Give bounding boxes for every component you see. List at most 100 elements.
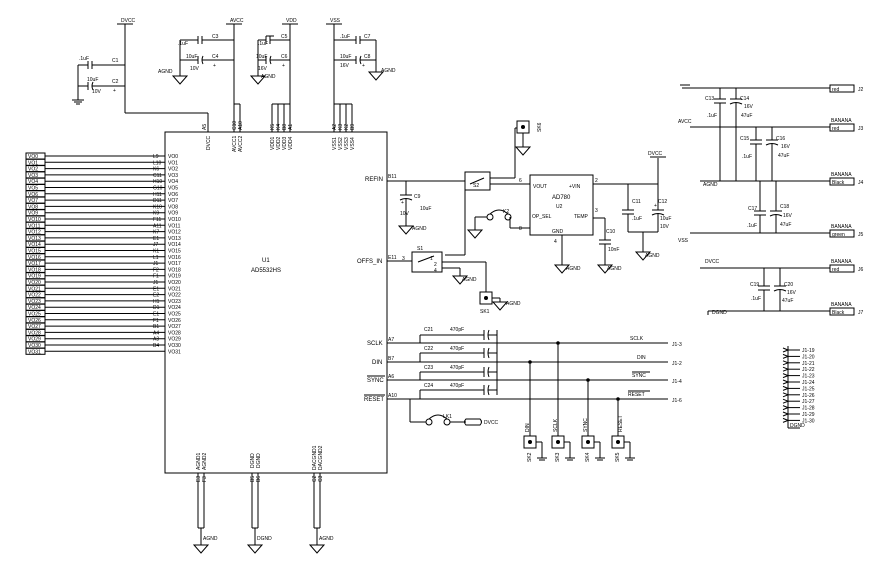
u1-body xyxy=(164,131,388,474)
svg-text:Black: Black xyxy=(832,180,845,186)
vout-box-label: VO24 xyxy=(28,305,41,311)
svg-text:3: 3 xyxy=(402,256,405,262)
u1-vout-label: VO26 xyxy=(168,318,181,324)
svg-text:Black: Black xyxy=(832,310,845,316)
svg-text:C19: C19 xyxy=(750,282,759,288)
j1-pin-label: J1-25 xyxy=(802,386,815,392)
svg-text:DGND: DGND xyxy=(256,453,262,468)
u1-vout-label: VO25 xyxy=(168,312,181,318)
u1-vout-pin: H11 xyxy=(153,192,162,198)
switch-s1[interactable]: S1 3 1 2 4 xyxy=(402,246,443,274)
socket-sk4[interactable]: SYNC SK4 xyxy=(581,380,605,462)
u1-vout-label: VO4 xyxy=(168,179,178,185)
vss-rail: VSS xyxy=(326,18,356,104)
svg-text:C3: C3 xyxy=(318,475,324,482)
socket-sk6[interactable]: SK6 xyxy=(516,120,543,134)
u1-vout-labels: VO0L9VO1L10VO2K6VO3C11VO4H10VO5G10VO6H11… xyxy=(153,154,181,355)
u1-vout-label: VO29 xyxy=(168,337,181,343)
svg-text:AGND: AGND xyxy=(412,226,427,232)
switch-s2[interactable]: S2 xyxy=(464,171,491,191)
u1-vout-pin: G10 xyxy=(153,186,163,192)
j1-pin-label: J1-28 xyxy=(802,406,815,412)
socket-sk3[interactable]: SCLK SK3 xyxy=(551,343,575,462)
socket-sk1[interactable]: SK1 xyxy=(479,291,493,315)
vout-box-label: VO11 xyxy=(28,223,41,229)
svg-text:6: 6 xyxy=(519,178,522,184)
svg-text:GND: GND xyxy=(552,229,564,235)
u1-vout-pin: E1 xyxy=(153,312,159,318)
vout-box-label: VO8 xyxy=(28,204,38,210)
u1-vout-label: VO12 xyxy=(168,230,181,236)
svg-text:AGND: AGND xyxy=(261,74,276,80)
svg-text:470pF: 470pF xyxy=(450,365,464,371)
svg-text:4: 4 xyxy=(554,239,557,245)
agnd-symbol-c9: AGND xyxy=(397,225,427,235)
u1-vout-label: VO0 xyxy=(168,154,178,160)
svg-text:10uF: 10uF xyxy=(256,54,267,60)
vout-box-label: VO22 xyxy=(28,293,41,299)
svg-text:C2: C2 xyxy=(312,475,318,482)
u1-pin-e11: E11 xyxy=(388,255,397,261)
agnd-symbol-c5: AGND xyxy=(249,74,276,85)
u1-vout-label: VO21 xyxy=(168,286,181,292)
u1-vout-pin: J1 xyxy=(153,261,159,267)
u1-vout-label: VO31 xyxy=(168,349,181,355)
u1-vout-pin: F1 xyxy=(153,274,159,280)
u1-avcc-label: DVCC xyxy=(206,135,212,150)
vout-box-label: VO19 xyxy=(28,274,41,280)
u1-vout-pin: D11 xyxy=(153,198,162,204)
svg-text:AGND: AGND xyxy=(203,536,218,542)
u1-vout-label: VO23 xyxy=(168,299,181,305)
u1-vout-pin: E1 xyxy=(153,286,159,292)
u1-pin-a5: A5 xyxy=(202,124,208,130)
svg-text:S1: S1 xyxy=(417,246,423,252)
svg-text:TEMP: TEMP xyxy=(574,214,589,220)
din-net: C22 470pF DIN J1-2 xyxy=(387,346,682,367)
svg-text:J1-2: J1-2 xyxy=(672,361,682,367)
svg-text:16V: 16V xyxy=(744,104,754,110)
svg-text:3: 3 xyxy=(595,208,598,214)
u1-vout-pin: K9 xyxy=(153,211,159,217)
svg-text:10uF: 10uF xyxy=(420,206,431,212)
socket-sk5[interactable]: RESET SK5 xyxy=(611,399,635,462)
svg-text:AVCC: AVCC xyxy=(230,18,244,24)
vout-box-label: VO18 xyxy=(28,267,41,273)
svg-text:10V: 10V xyxy=(400,211,410,217)
svg-text:LK1: LK1 xyxy=(443,414,452,420)
agnd-symbol-bottom: AGND xyxy=(192,536,218,554)
avcc-rail: AVCC xyxy=(210,18,244,104)
cap-c12: C12 10uF 10V + xyxy=(651,199,671,230)
u1-refin-label: REFIN xyxy=(365,177,383,183)
u1-vout-label: VO10 xyxy=(168,217,181,223)
u1-vout-pin: H10 xyxy=(153,179,162,185)
u1-vout-label: VO9 xyxy=(168,211,178,217)
svg-text:U2: U2 xyxy=(556,204,563,210)
svg-text:DGND: DGND xyxy=(250,453,256,468)
svg-text:2: 2 xyxy=(434,262,437,268)
vout-box-label: VO1 xyxy=(28,160,38,166)
cap-c10: C10 10nF xyxy=(599,229,619,253)
svg-text:SK2: SK2 xyxy=(527,452,533,462)
sclk-net: C21 470pF SCLK J1-3 xyxy=(387,327,682,348)
link-k2[interactable]: K2 xyxy=(486,209,512,221)
svg-text:SK6: SK6 xyxy=(537,122,543,132)
svg-text:SYNC: SYNC xyxy=(583,418,589,432)
agnd-symbol-c3: AGND xyxy=(158,69,189,85)
svg-text:470pF: 470pF xyxy=(450,346,464,352)
socket-sk2[interactable]: DIN SK2 xyxy=(523,362,547,462)
svg-text:DIN: DIN xyxy=(637,355,646,361)
u1-vout-pin: K10 xyxy=(153,204,162,210)
svg-text:VSS2: VSS2 xyxy=(338,137,344,150)
u1-vout-pin: C11 xyxy=(153,173,162,179)
vout-box xyxy=(25,347,46,355)
vout-box-label: VO21 xyxy=(28,286,41,292)
svg-text:BANANA: BANANA xyxy=(831,172,852,178)
svg-text:VSS: VSS xyxy=(330,18,341,24)
link-lk1[interactable]: LK1 xyxy=(425,414,452,426)
